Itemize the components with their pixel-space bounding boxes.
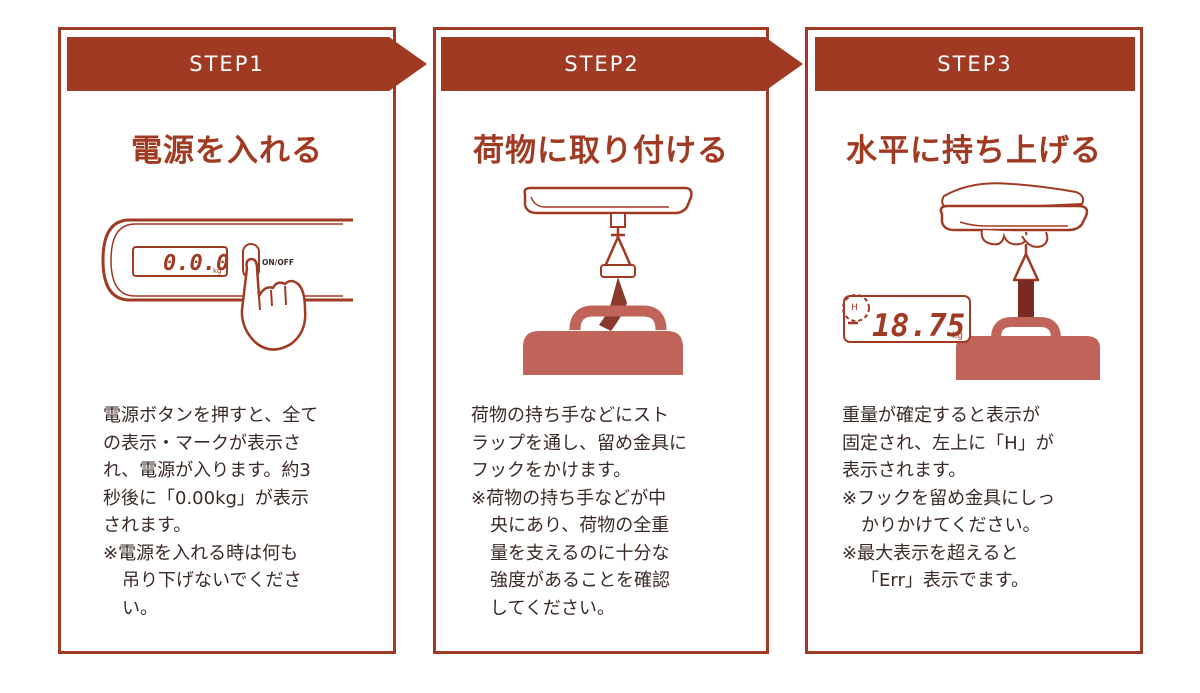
bag-hook-illustration <box>523 186 693 375</box>
step2-banner: STEP2 <box>441 37 803 91</box>
strap-taut <box>1018 280 1034 324</box>
desc-note-line: ※フックを留め金具にしっ <box>842 487 1056 509</box>
scale-handle <box>523 186 693 215</box>
display-unit: kg <box>213 267 222 275</box>
display-reading: 0.0.0 <box>163 251 229 276</box>
desc-note-line: ※最大表示を超えると <box>842 542 1019 564</box>
desc-note-line: かりかけてください。 <box>861 515 1041 536</box>
desc-note-line: 央にあり、荷物の全重 <box>490 515 670 536</box>
step3-title: 水平に持ち上げる <box>846 133 1102 169</box>
scale-body-inner <box>110 223 343 297</box>
step2-label: STEP2 <box>564 52 640 76</box>
hold-indicator: H <box>851 303 858 313</box>
desc-note-line: ※荷物の持ち手などが中 <box>471 487 667 509</box>
desc-line: れ、電源が入ります。約3 <box>103 460 311 481</box>
hold-indicator-circle <box>842 294 870 322</box>
scale-body-outline <box>101 218 353 302</box>
step3-banner: STEP3 <box>815 37 1135 91</box>
step3-label: STEP3 <box>937 52 1013 76</box>
lift-level-illustration: H 18.75 kg <box>842 182 1100 380</box>
step2-title: 荷物に取り付ける <box>473 133 729 169</box>
desc-line: 固定され、左上に「H」が <box>842 432 1054 454</box>
bag-handle <box>569 305 667 331</box>
scale-power-on-illustration: 0.0.0 kg ON/OFF <box>101 218 353 351</box>
desc-note-line: してください。 <box>490 597 615 619</box>
desc-note-line: 量を支えるのに十分な <box>490 542 670 564</box>
desc-note-line: 吊り下げないでくださ <box>122 570 302 591</box>
desc-line: 重量が確定すると表示が <box>842 405 1040 426</box>
desc-line: の表示・マークが表示さ <box>103 432 301 454</box>
scale-display <box>132 246 228 277</box>
step3-description: 重量が確定すると表示が 固定され、左上に「H」が 表示されます。 ※フックを留め… <box>842 402 1112 595</box>
scale-handle-held <box>939 204 1089 232</box>
held-unit: kg <box>952 331 963 341</box>
desc-line: ラップを通し、留め金具に <box>471 432 687 454</box>
desc-note-line: ※電源を入れる時は何も <box>103 542 299 564</box>
step1-banner: STEP1 <box>67 37 427 91</box>
desc-line: 電源ボタンを押すと、全て <box>103 405 319 426</box>
held-display <box>843 295 971 343</box>
desc-line: 表示されます。 <box>842 460 967 481</box>
held-reading: 18.75 <box>872 308 965 344</box>
step1-description: 電源ボタンを押すと、全て の表示・マークが表示さ れ、電源が入ります。約3 秒後… <box>103 402 373 622</box>
step1-label: STEP1 <box>189 52 265 76</box>
step2-description: 荷物の持ち手などにスト ラップを通し、留め金具に フックをかけます。 ※荷物の持… <box>471 402 741 622</box>
bag-icon <box>956 336 1100 380</box>
desc-line: 秒後に「0.00kg」が表示 <box>103 487 309 509</box>
strap <box>599 277 627 331</box>
desc-note-line: い。 <box>122 597 158 619</box>
hook-icon <box>611 227 625 237</box>
power-button-label: ON/OFF <box>262 258 294 267</box>
pointing-hand-icon <box>240 257 307 351</box>
desc-note-line: 「Err」表示でます。 <box>861 570 1030 591</box>
desc-line: されます。 <box>103 515 192 536</box>
step1-title: 電源を入れる <box>131 133 323 169</box>
bag-icon <box>523 331 683 375</box>
desc-line: フックをかけます。 <box>471 460 632 481</box>
step1-panel <box>58 27 396 654</box>
desc-note-line: 強度があることを確認 <box>490 570 670 591</box>
desc-line: 荷物の持ち手などにスト <box>471 405 669 426</box>
